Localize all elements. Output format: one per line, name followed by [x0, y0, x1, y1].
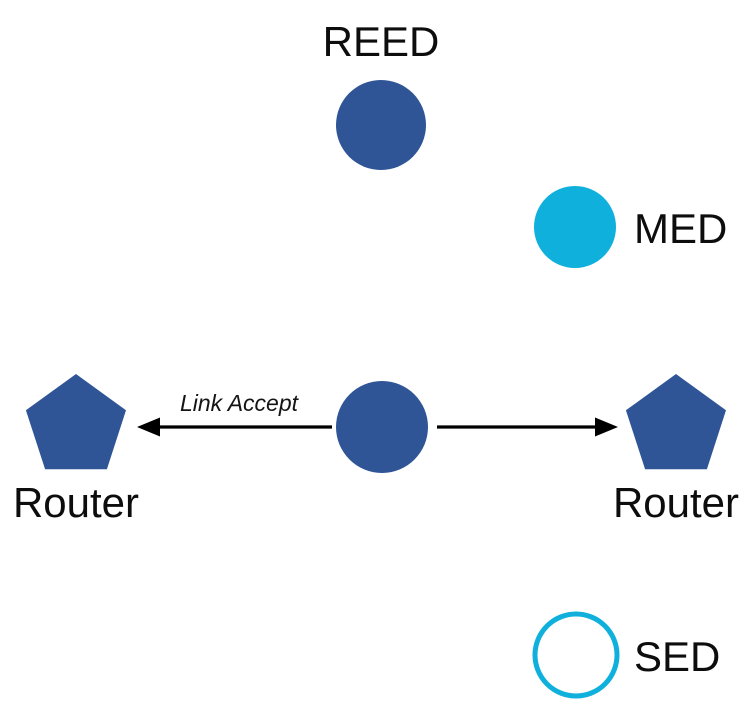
edge-label-link-accept: Link Accept [180, 390, 300, 416]
arrow-head-right-icon [595, 417, 618, 437]
node-leader[interactable] [336, 381, 428, 473]
med-circle-icon[interactable] [534, 186, 616, 268]
node-med[interactable]: MED [534, 186, 727, 268]
edge-leader-to-router-left: Link Accept [137, 390, 332, 437]
node-router-right[interactable]: Router [613, 374, 739, 526]
node-sed[interactable]: SED [532, 611, 720, 699]
node-label-router-right: Router [613, 479, 739, 526]
reed-circle-icon[interactable] [336, 80, 426, 170]
edge-leader-to-router-right [437, 417, 618, 437]
sed-circle-outline-icon[interactable] [532, 611, 620, 699]
node-router-left[interactable]: Router [13, 374, 139, 526]
leader-circle-icon[interactable] [336, 381, 428, 473]
router-right-pentagon-icon[interactable] [625, 374, 726, 470]
node-label-sed: SED [634, 633, 720, 680]
arrow-head-left-icon [137, 417, 160, 437]
node-label-reed: REED [323, 18, 440, 65]
router-left-pentagon-icon[interactable] [25, 374, 126, 470]
node-label-router-left: Router [13, 479, 139, 526]
node-reed[interactable]: REED [323, 18, 440, 170]
node-label-med: MED [634, 205, 727, 252]
